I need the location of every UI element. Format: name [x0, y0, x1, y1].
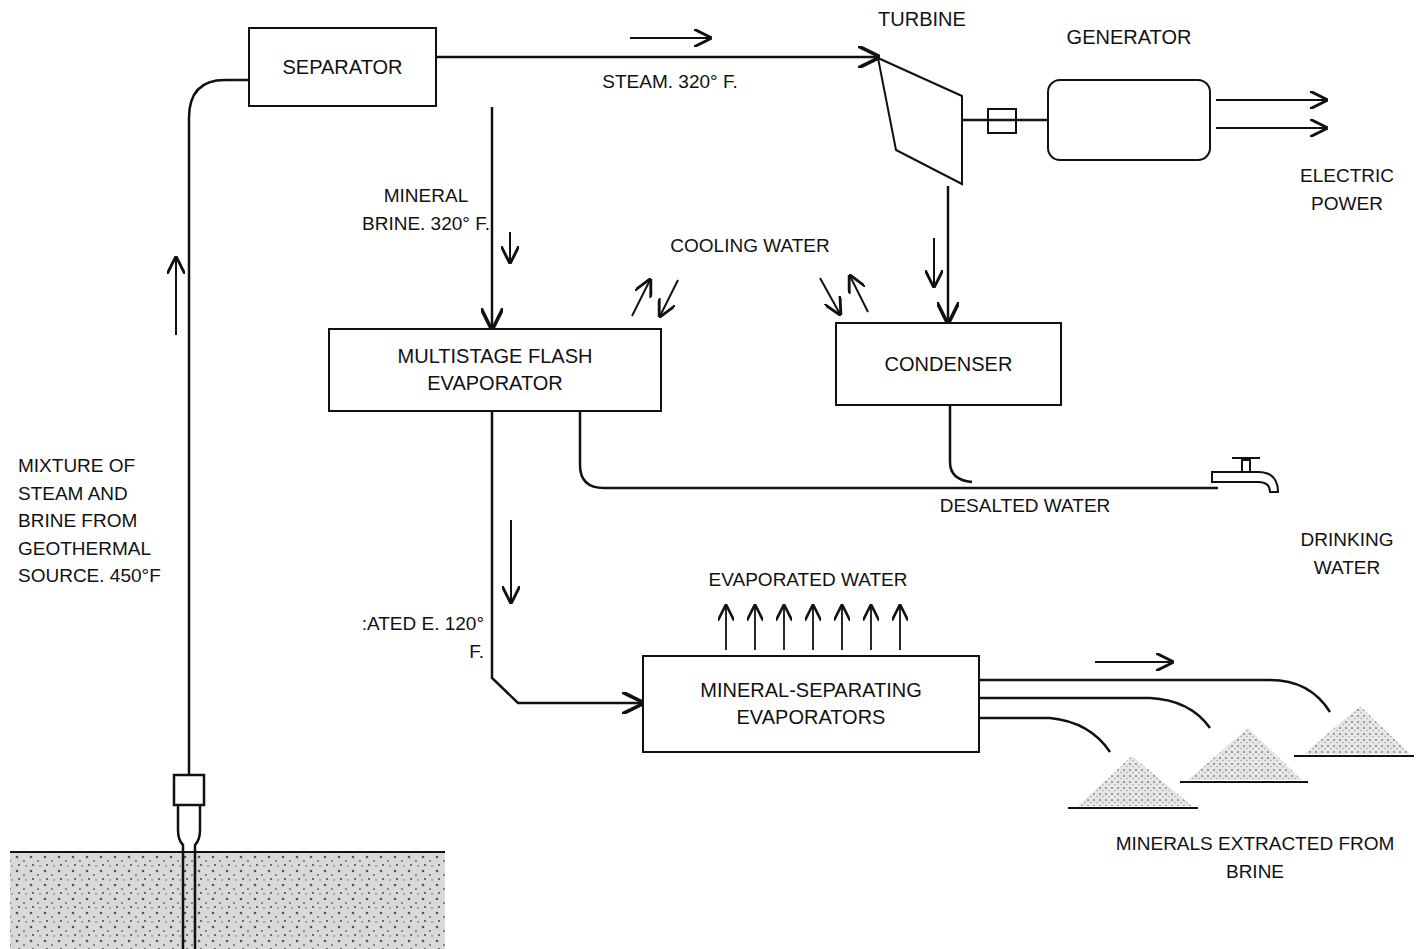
flow-label: DESALTED WATER	[900, 492, 1150, 520]
output-label: DRINKING WATER	[1282, 526, 1412, 581]
source-note: MIXTURE OF STEAM AND BRINE FROM GEOTHERM…	[18, 452, 168, 590]
flow-label: :ATED E. 120° F.	[360, 610, 484, 665]
well-pipe	[174, 80, 248, 949]
flow-label: STEAM. 320° F.	[560, 68, 780, 96]
ground	[10, 852, 445, 949]
power-arrows	[1216, 100, 1326, 128]
turbine-symbol-outline	[866, 6, 978, 186]
output-label: MINERALS EXTRACTED FROM BRINE	[1100, 830, 1410, 885]
evaporated-water-arrows	[726, 606, 900, 650]
node-label: MINERAL-SEPARATING EVAPORATORS	[681, 677, 941, 731]
node-label: MULTISTAGE FLASH EVAPORATOR	[375, 343, 615, 397]
mineral-outlets	[980, 680, 1330, 752]
pipe-connector	[491, 107, 494, 328]
flow-label: COOLING WATER	[640, 232, 860, 260]
cooling-water-arrows	[632, 276, 868, 316]
desalted-water-pipe	[580, 406, 1218, 488]
flow-label: MINERAL BRINE. 320° F.	[362, 182, 490, 237]
faucet-symbol	[1212, 458, 1278, 492]
process-box: MULTISTAGE FLASH EVAPORATOR	[328, 328, 662, 412]
process-box: CONDENSER	[835, 322, 1062, 406]
node-label: GENERATOR	[1067, 24, 1192, 51]
output-label: ELECTRIC POWER	[1282, 162, 1412, 217]
pipe-connector	[492, 412, 642, 703]
mineral-piles	[1068, 706, 1414, 808]
node-label: SEPARATOR	[282, 54, 402, 81]
node-label: TURBINE	[878, 6, 966, 33]
pipe-connector	[962, 119, 1048, 122]
generator-symbol: GENERATOR	[1040, 24, 1218, 164]
process-box: MINERAL-SEPARATING EVAPORATORS	[642, 655, 980, 753]
pipe-connector	[947, 186, 950, 322]
node-label: CONDENSER	[885, 351, 1013, 378]
pipe-connector	[437, 56, 878, 59]
turbine-symbol: TURBINE	[866, 6, 978, 186]
separator-box: SEPARATOR	[248, 27, 437, 107]
flow-label: EVAPORATED WATER	[678, 566, 938, 594]
